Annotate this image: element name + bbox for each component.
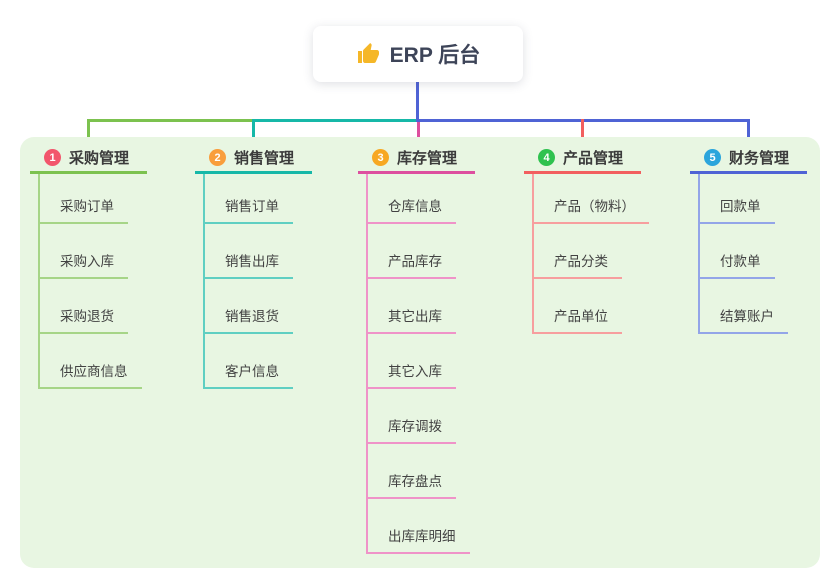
node-item[interactable]: 产品单位 (534, 279, 641, 334)
branches-panel (20, 137, 820, 568)
node-item-label: 其它入库 (368, 360, 456, 389)
node-item-label: 采购入库 (40, 250, 128, 279)
badge-1: 1 (44, 149, 61, 166)
branch-purchase: 1 采购管理 采购订单 采购入库 采购退货 供应商信息 (30, 148, 147, 389)
branch-header-purchase[interactable]: 1 采购管理 (30, 148, 147, 174)
connector-bus-green (87, 119, 255, 122)
node-item-label: 回款单 (700, 195, 775, 224)
node-item[interactable]: 出库库明细 (368, 499, 475, 554)
connector-drop-purchase (87, 119, 90, 149)
node-item-label: 其它出库 (368, 305, 456, 334)
connector-drop-inventory (417, 122, 420, 149)
node-item[interactable]: 产品（物料） (534, 174, 649, 224)
connector-drop-sales (252, 119, 255, 149)
node-item-label: 产品库存 (368, 250, 456, 279)
branch-items-finance: 回款单 付款单 结算账户 (698, 174, 807, 334)
branch-label: 库存管理 (397, 150, 458, 167)
node-item[interactable]: 销售订单 (205, 174, 312, 224)
branch-items-inventory: 仓库信息 产品库存 其它出库 其它入库 库存调拨 库存盘点 出库库明细 (366, 174, 475, 554)
connector-drop-finance (747, 119, 750, 149)
node-item[interactable]: 付款单 (700, 224, 807, 279)
branch-label: 销售管理 (234, 150, 295, 167)
node-item-label: 结算账户 (700, 305, 788, 334)
branch-items-product: 产品（物料） 产品分类 产品单位 (532, 174, 649, 334)
node-item[interactable]: 其它出库 (368, 279, 475, 334)
badge-2: 2 (209, 149, 226, 166)
badge-4: 4 (538, 149, 555, 166)
node-item-label: 出库库明细 (368, 525, 470, 554)
node-item[interactable]: 库存调拨 (368, 389, 475, 444)
badge-5: 5 (704, 149, 721, 166)
node-item[interactable]: 产品库存 (368, 224, 475, 279)
node-item-label: 产品（物料） (534, 195, 649, 224)
node-item[interactable]: 其它入库 (368, 334, 475, 389)
root-node-label: ERP 后台 (389, 44, 481, 67)
connector-drop-product (581, 119, 584, 149)
node-item[interactable]: 结算账户 (700, 279, 807, 334)
node-item[interactable]: 回款单 (700, 174, 807, 224)
node-item[interactable]: 采购订单 (40, 174, 147, 224)
node-item-label: 销售订单 (205, 195, 293, 224)
node-item-label: 库存调拨 (368, 415, 456, 444)
branch-label: 财务管理 (729, 150, 790, 167)
node-item-label: 采购订单 (40, 195, 128, 224)
node-item-label: 客户信息 (205, 360, 293, 389)
node-item-label: 仓库信息 (368, 195, 456, 224)
node-item-label: 供应商信息 (40, 360, 142, 389)
node-item[interactable]: 库存盘点 (368, 444, 475, 499)
branch-header-finance[interactable]: 5 财务管理 (690, 148, 807, 174)
node-item-label: 销售出库 (205, 250, 293, 279)
branch-header-sales[interactable]: 2 销售管理 (195, 148, 312, 174)
node-item[interactable]: 仓库信息 (368, 174, 475, 224)
branch-items-sales: 销售订单 销售出库 销售退货 客户信息 (203, 174, 312, 389)
branch-label: 产品管理 (563, 150, 624, 167)
branch-header-inventory[interactable]: 3 库存管理 (358, 148, 475, 174)
node-item[interactable]: 供应商信息 (40, 334, 147, 389)
connector-bus-teal (252, 119, 419, 122)
node-item[interactable]: 销售出库 (205, 224, 312, 279)
branch-header-product[interactable]: 4 产品管理 (524, 148, 641, 174)
node-item[interactable]: 采购入库 (40, 224, 147, 279)
node-item-label: 采购退货 (40, 305, 128, 334)
node-item[interactable]: 销售退货 (205, 279, 312, 334)
node-item-label: 付款单 (700, 250, 775, 279)
branch-sales: 2 销售管理 销售订单 销售出库 销售退货 客户信息 (195, 148, 312, 389)
node-item[interactable]: 产品分类 (534, 224, 641, 279)
node-item[interactable]: 采购退货 (40, 279, 147, 334)
branch-product: 4 产品管理 产品（物料） 产品分类 产品单位 (524, 148, 649, 334)
node-item-label: 库存盘点 (368, 470, 456, 499)
branch-items-purchase: 采购订单 采购入库 采购退货 供应商信息 (38, 174, 147, 389)
node-item[interactable]: 客户信息 (205, 334, 312, 389)
root-node-erp[interactable]: ERP 后台 (313, 26, 523, 82)
node-item-label: 产品单位 (534, 305, 622, 334)
node-item-label: 销售退货 (205, 305, 293, 334)
badge-3: 3 (372, 149, 389, 166)
thumbs-up-icon (357, 43, 379, 63)
branch-inventory: 3 库存管理 仓库信息 产品库存 其它出库 其它入库 库存调拨 库存盘点 出库库… (358, 148, 475, 554)
node-item-label: 产品分类 (534, 250, 622, 279)
branch-finance: 5 财务管理 回款单 付款单 结算账户 (690, 148, 807, 334)
branch-label: 采购管理 (69, 150, 130, 167)
connector-root-stem (416, 82, 419, 122)
